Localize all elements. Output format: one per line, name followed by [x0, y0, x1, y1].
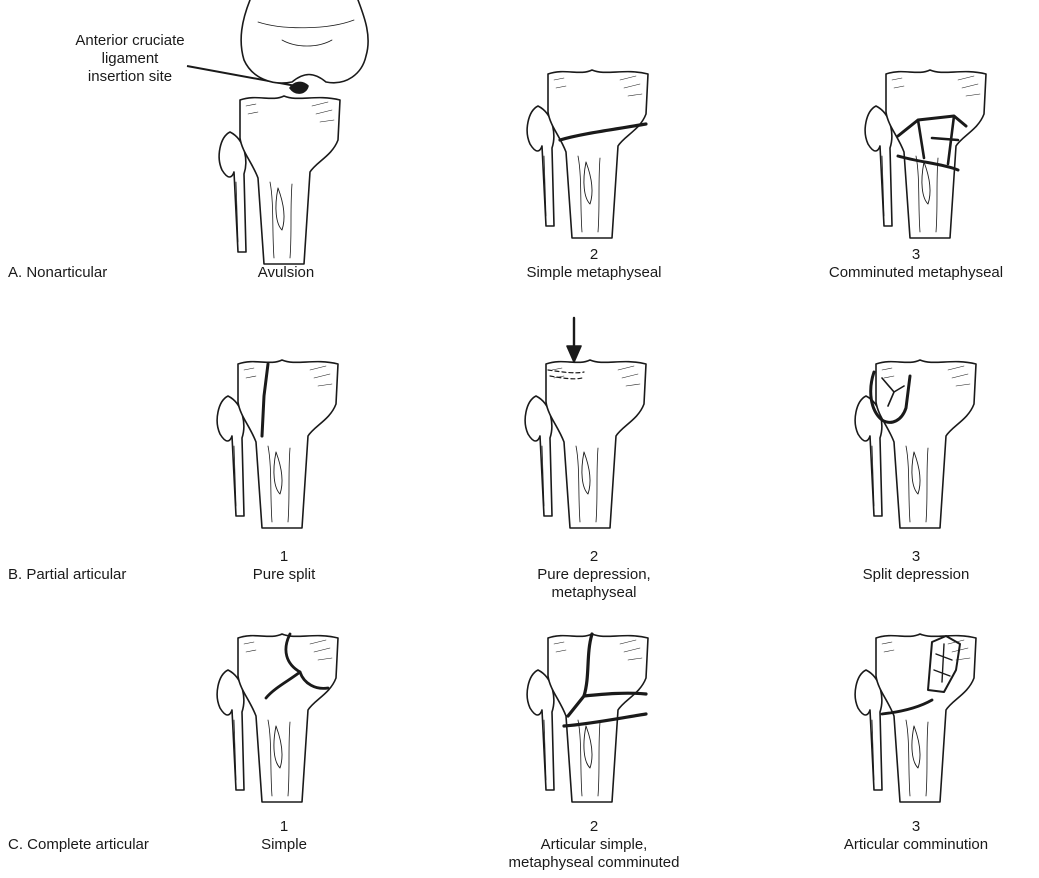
illustration-c3 [855, 634, 976, 802]
illustration-a2 [527, 70, 648, 238]
illustration-a3 [865, 70, 986, 238]
illustration-b1 [217, 360, 338, 528]
illustration-c2 [527, 634, 648, 802]
illustration-b2 [525, 360, 646, 528]
illustration-a1 [219, 0, 368, 264]
illustration-b3 [855, 360, 976, 528]
depression-arrow-icon [567, 318, 581, 362]
illustration-c1 [217, 634, 338, 802]
